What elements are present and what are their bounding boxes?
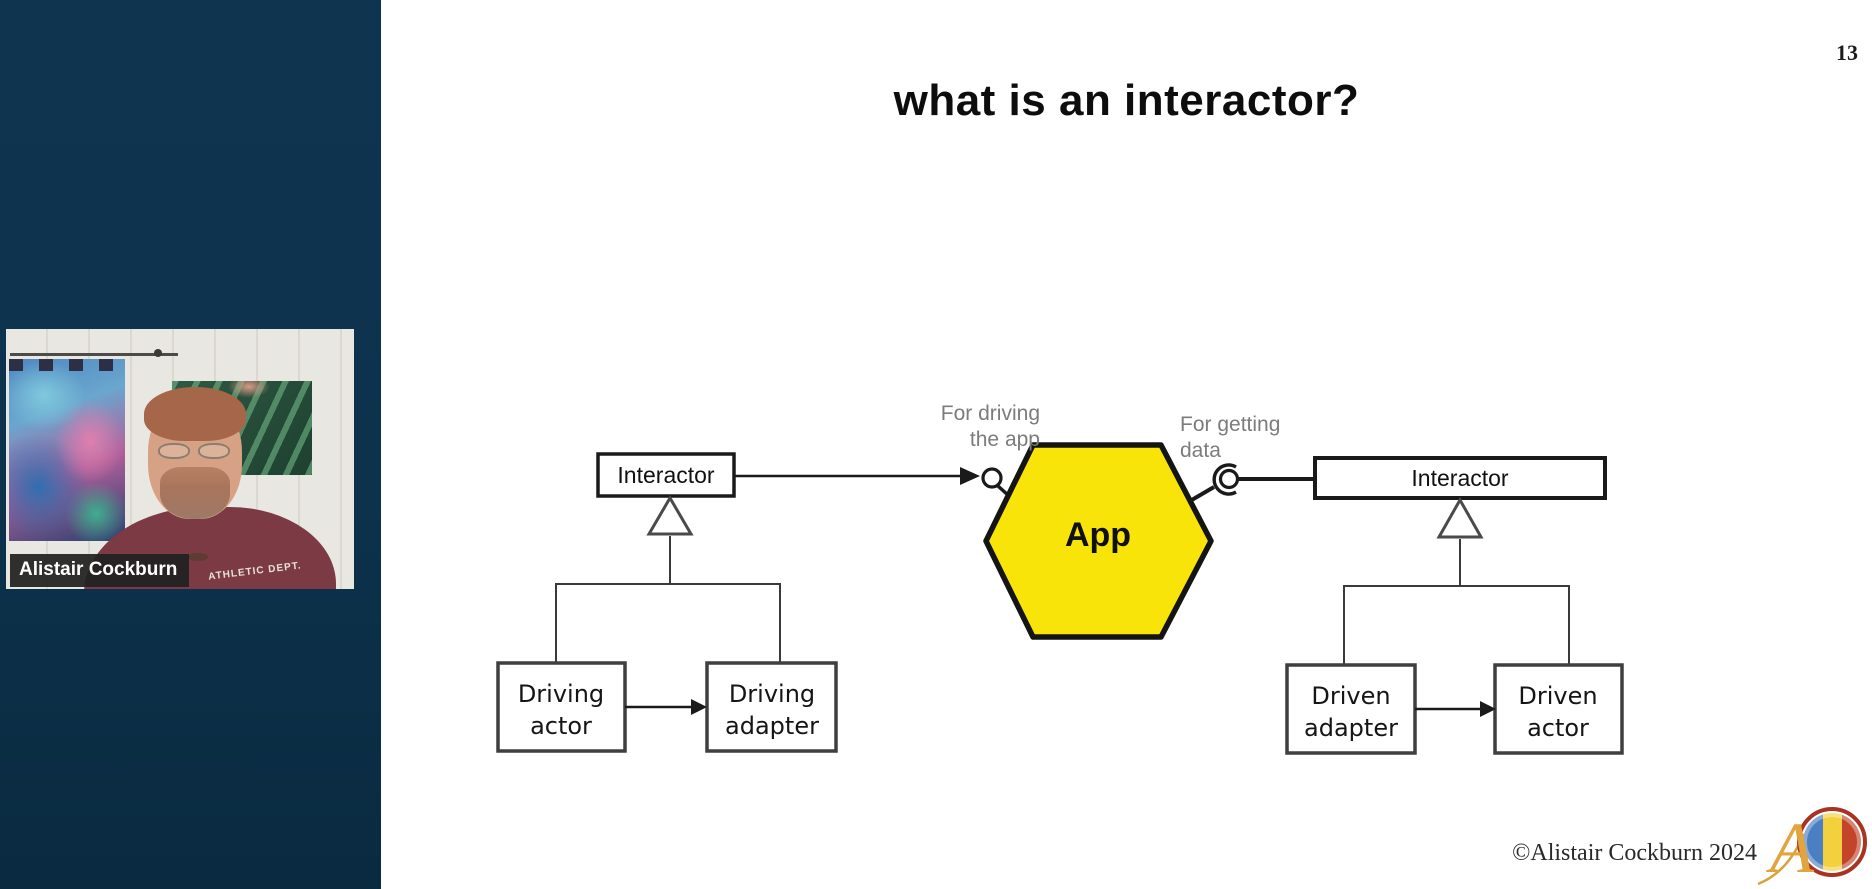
slide-page-number: 13 [1836, 40, 1858, 65]
generalization-triangle-right [1436, 496, 1484, 539]
glasses-left-lens [158, 443, 190, 459]
tapestry-art [9, 359, 125, 541]
driving-adapter-line2: adapter [725, 712, 819, 740]
port-left-label-line1: For driving [941, 402, 1040, 425]
port-left-label-line2: the app [970, 428, 1040, 451]
logo-ball [1803, 813, 1861, 871]
interactor-left-box [596, 452, 736, 498]
provided-interface-ball-icon [981, 467, 1003, 489]
driving-actor-line2: actor [530, 712, 592, 740]
driven-actor-box [1493, 663, 1624, 755]
logo-ring [1797, 807, 1867, 877]
driven-adapter-box [1285, 663, 1417, 755]
speaker-name-tag: Alistair Cockburn [10, 554, 190, 587]
copyright-text: ©Alistair Cockburn 2024 [1512, 840, 1757, 866]
port-right-label-line1: For getting [1180, 413, 1280, 436]
port-right-label-line2: data [1180, 439, 1221, 462]
arrowhead-actor-to-adapter [691, 699, 707, 715]
required-interface-socket-icon [1212, 463, 1237, 496]
socket-connector-right [1188, 485, 1216, 503]
generalization-triangle-left [646, 495, 694, 536]
driving-adapter-line1: Driving [729, 680, 815, 708]
driving-actor-line1: Driving [518, 680, 604, 708]
interactor-right-label: Interactor [1411, 465, 1508, 491]
arrowhead-adapter-to-actor [1480, 701, 1496, 717]
interactor-left-label: Interactor [617, 462, 714, 488]
logo-letter-a: A [1766, 808, 1815, 888]
webcam-video[interactable]: ATHLETIC DEPT. Alistair Cockburn [6, 329, 354, 589]
driven-actor-line2: actor [1527, 714, 1589, 742]
arrowhead-to-app [960, 467, 980, 485]
tree-branches-left [555, 583, 781, 663]
alistair-cockburn-logo-icon: A [1757, 807, 1867, 888]
slide-title: what is an interactor? [893, 76, 1360, 125]
glasses-right-lens [198, 443, 230, 459]
driven-actor-line1: Driven [1518, 682, 1597, 710]
curtain-rod-knob [154, 349, 162, 357]
speaker-glasses [158, 443, 232, 461]
app-label: App [1065, 516, 1131, 554]
app-hexagon [983, 442, 1214, 640]
driven-adapter-line2: adapter [1304, 714, 1398, 742]
driven-adapter-line1: Driven [1311, 682, 1390, 710]
tree-branches-right [1343, 585, 1570, 665]
interface-ball-right-icon [1218, 468, 1240, 490]
speaker-mouth [188, 553, 208, 561]
speaker-head [144, 387, 246, 561]
video-sidebar: ATHLETIC DEPT. Alistair Cockburn [0, 0, 381, 889]
speaker-hair [144, 387, 246, 441]
speaker-beard [160, 467, 230, 561]
curtain-rod [10, 353, 178, 356]
